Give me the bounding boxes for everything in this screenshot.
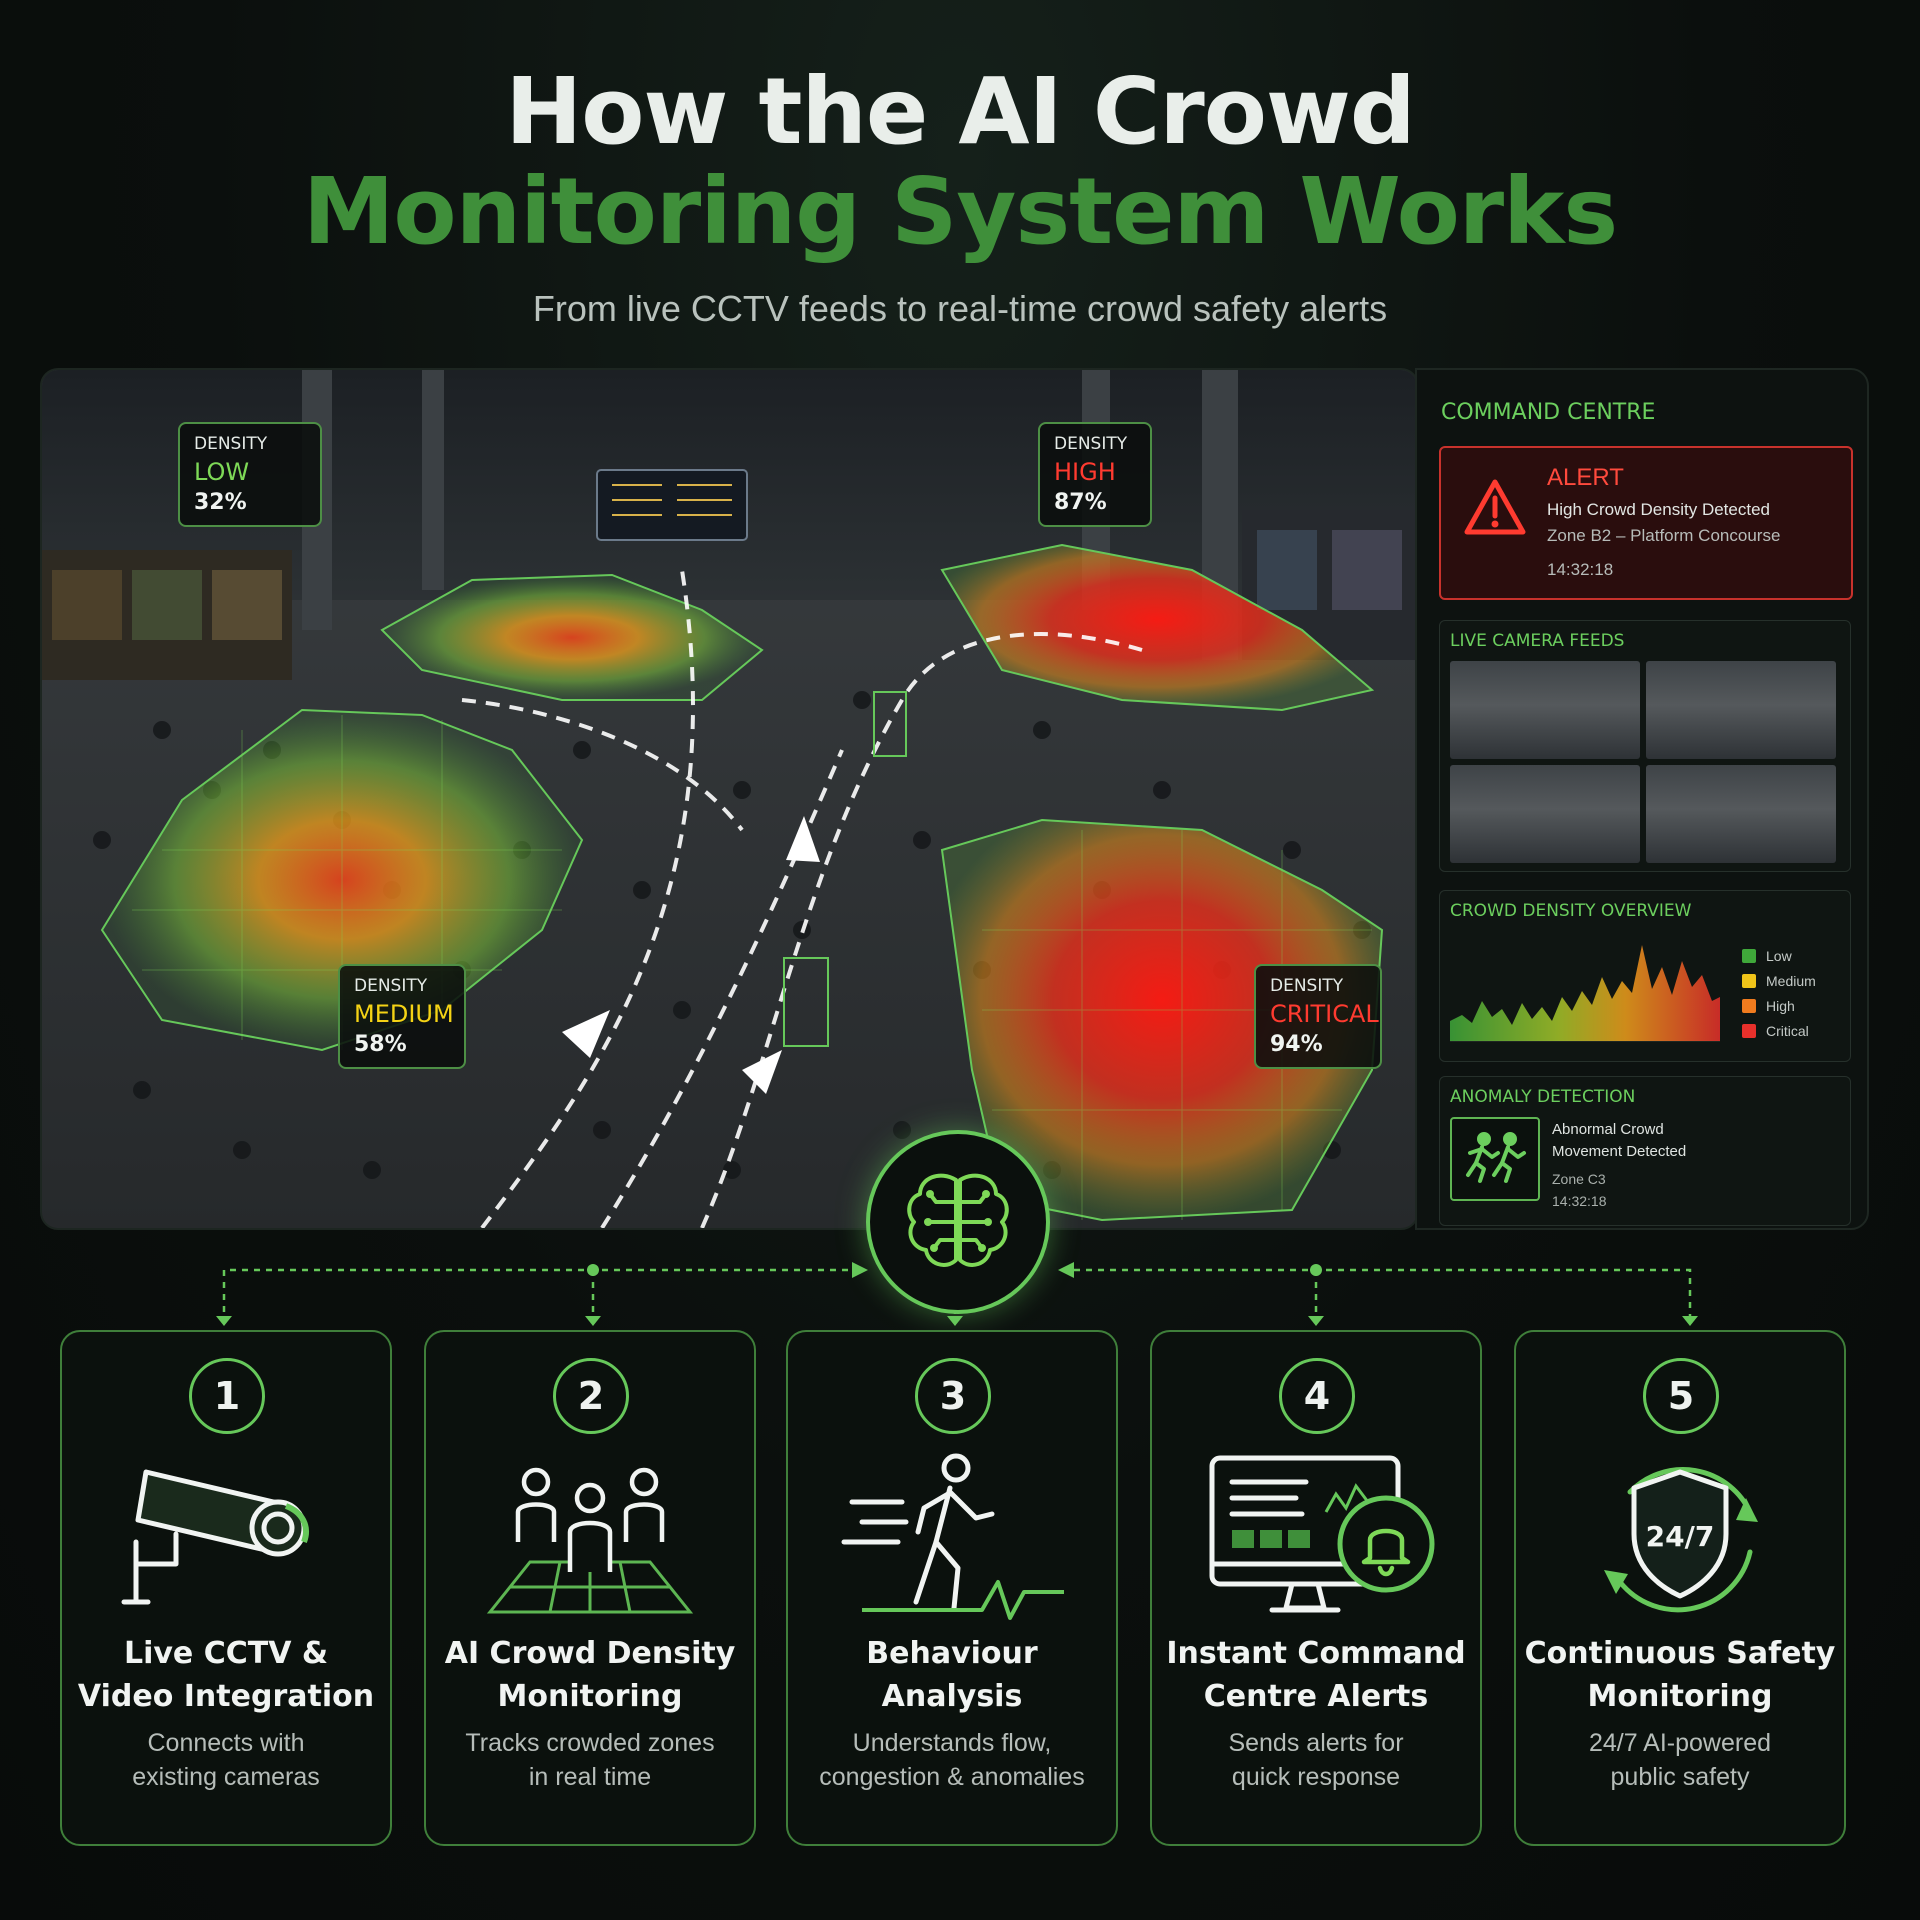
density-label-medium: DENSITY MEDIUM 58% — [338, 964, 466, 1069]
camera-feed[interactable] — [1450, 661, 1640, 759]
camera-feed[interactable] — [1646, 661, 1836, 759]
anomaly-message-line2: Movement Detected — [1552, 1143, 1687, 1160]
page-title-line2: Monitoring System Works — [302, 158, 1618, 265]
density-legend: Low Medium High Critical — [1742, 943, 1816, 1043]
page-title-line1: How the AI Crowd — [505, 58, 1416, 165]
panel-title: ANOMALY DETECTION — [1450, 1087, 1636, 1107]
step-number: 5 — [1643, 1358, 1719, 1434]
step-title: Live CCTV &Video Integration — [77, 1636, 375, 1714]
alert-time: 14:32:18 — [1547, 560, 1614, 579]
cctv-camera-icon — [121, 1469, 309, 1605]
step-number: 2 — [553, 1358, 629, 1434]
step-description: Understands flow,congestion & anomalies — [819, 1729, 1085, 1791]
live-camera-feeds-panel: LIVE CAMERA FEEDS — [1439, 620, 1851, 872]
anomaly-message-line1: Abnormal Crowd — [1552, 1121, 1664, 1138]
anomaly-detection-panel: ANOMALY DETECTION Abnormal Crowd Movemen… — [1439, 1076, 1851, 1226]
step-number: 1 — [189, 1358, 265, 1434]
density-level: CRITICAL — [1270, 1000, 1379, 1028]
legend-item: Medium — [1742, 968, 1816, 993]
ai-hub — [866, 1130, 1050, 1314]
density-key: DENSITY — [1270, 976, 1344, 996]
density-label-low: DENSITY LOW 32% — [178, 422, 322, 527]
panel-title: CROWD DENSITY OVERVIEW — [1450, 901, 1692, 921]
alert-message: High Crowd Density Detected — [1547, 500, 1770, 519]
panel-title: LIVE CAMERA FEEDS — [1450, 631, 1625, 651]
shield-cycle-icon: 24/7 — [1604, 1467, 1758, 1613]
density-label-critical: DENSITY CRITICAL 94% — [1254, 964, 1382, 1069]
density-area-chart — [1450, 945, 1720, 1042]
anomaly-zone: Zone C3 — [1552, 1171, 1606, 1187]
crowd-grid-icon — [486, 1467, 694, 1614]
alert-location: Zone B2 – Platform Concourse — [1547, 526, 1781, 545]
density-key: DENSITY — [194, 434, 268, 454]
density-value: 58% — [354, 1032, 407, 1057]
alert-title: ALERT — [1547, 464, 1624, 491]
walking-person-icon — [841, 1453, 1064, 1620]
page-subtitle: From live CCTV feeds to real-time crowd … — [532, 288, 1388, 329]
camera-feed[interactable] — [1646, 765, 1836, 863]
warning-triangle-icon — [1464, 479, 1526, 535]
density-label-high: DENSITY HIGH 87% — [1038, 422, 1152, 527]
density-value: 32% — [194, 490, 247, 515]
running-people-icon — [1450, 1117, 1540, 1201]
anomaly-time: 14:32:18 — [1552, 1193, 1607, 1209]
command-centre-title: COMMAND CENTRE — [1441, 400, 1656, 425]
shield-badge-text: 24/7 — [1646, 1520, 1715, 1553]
step-card-1: 1 Live CCTV &Video Integration Connects … — [60, 1330, 392, 1846]
step-number: 3 — [915, 1358, 991, 1434]
crowd-scene-illustration: DENSITY LOW 32% DENSITY HIGH 87% DENSITY… — [40, 368, 1419, 1230]
camera-feed[interactable] — [1450, 765, 1640, 863]
density-key: DENSITY — [1054, 434, 1128, 454]
legend-item: High — [1742, 993, 1816, 1018]
density-level: HIGH — [1054, 458, 1116, 486]
density-value: 87% — [1054, 490, 1107, 515]
density-level: MEDIUM — [354, 1000, 454, 1028]
legend-item: Low — [1742, 943, 1816, 968]
step-number: 4 — [1279, 1358, 1355, 1434]
density-value: 94% — [1270, 1032, 1323, 1057]
density-key: DENSITY — [354, 976, 428, 996]
monitor-bell-icon — [1209, 1455, 1435, 1613]
alert-card[interactable]: ALERT High Crowd Density Detected Zone B… — [1439, 446, 1853, 600]
legend-item: Critical — [1742, 1018, 1816, 1043]
command-centre-panel: COMMAND CENTRE ALERT High Crowd Density … — [1415, 368, 1869, 1230]
crowd-density-overview-panel: CROWD DENSITY OVERVIEW Low Medium High C… — [1439, 890, 1851, 1062]
ai-brain-icon — [907, 1173, 1009, 1267]
density-level: LOW — [194, 458, 250, 486]
